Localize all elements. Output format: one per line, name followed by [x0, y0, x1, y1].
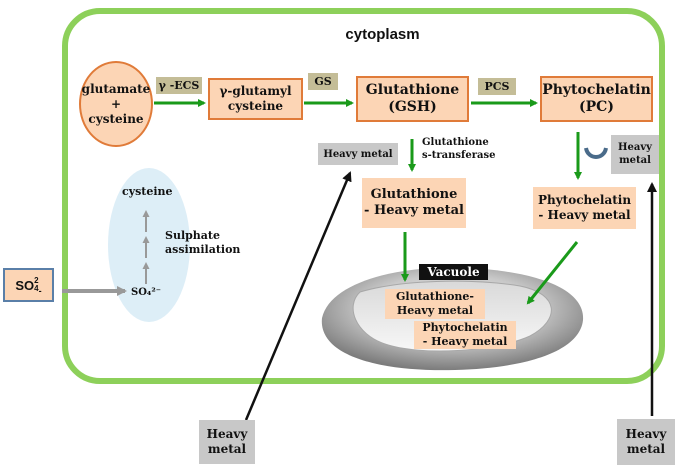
cysteine-label: cysteine — [88, 111, 144, 126]
pc-hm-line-1: Phytochelatin — [537, 193, 632, 207]
sulphate-cysteine-label: cysteine — [122, 185, 173, 198]
cell-membrane — [62, 8, 665, 384]
gst-line-2: s-transferase — [422, 149, 496, 161]
hm-out-right-line-2: metal — [626, 442, 666, 456]
vacuole-phytochelatin-complex: Phytochelatin - Heavy metal — [414, 321, 516, 349]
cytoplasm-label: cytoplasm — [345, 26, 420, 43]
so4-minus: - — [38, 286, 42, 296]
vacuole-glutathione-complex: Glutathione- Heavy metal — [385, 289, 485, 319]
gsh-hm-line-1: Glutathione — [370, 186, 458, 202]
hm-out-right-line-1: Heavy — [625, 427, 667, 441]
so4-base: SO — [15, 277, 35, 293]
pc-hm-line-2: - Heavy metal — [538, 208, 631, 222]
vacuole-label: Vacuole — [419, 264, 488, 280]
cysteine-label-2: cysteine — [227, 99, 284, 113]
so4-sub: 4 — [34, 284, 39, 293]
phytochelatin-heavy-metal-node: Phytochelatin - Heavy metal — [533, 187, 636, 229]
glutamate-label: glutamate — [81, 81, 151, 96]
glutathione-label: Glutathione — [365, 81, 460, 98]
curved-binding-arrow — [584, 147, 608, 159]
sulphate-line-1: Sulphate — [165, 229, 221, 242]
glutamate-cysteine-node: glutamate + cysteine — [79, 61, 153, 147]
enzyme-gs: GS — [308, 73, 338, 90]
arrow-pc-complex-to-vacuole — [526, 241, 579, 305]
gsh-label: (GSH) — [388, 99, 437, 115]
vac-gsh-line-2: Heavy metal — [396, 304, 474, 317]
pc-label: (PC) — [579, 99, 614, 115]
plus-label: + — [110, 96, 122, 111]
heavy-metal-inside-right: Heavy metal — [611, 135, 659, 174]
sulphate-assimilation-region — [108, 168, 190, 322]
sulphate-so4-inner-label: SO₄²⁻ — [131, 287, 161, 298]
enzyme-pcs: PCS — [478, 78, 516, 95]
hm-in-right-line-2: metal — [619, 154, 651, 166]
gamma-glutamyl-cysteine-node: γ-glutamyl cysteine — [208, 78, 303, 120]
heavy-metal-outside-right: Heavy metal — [617, 419, 675, 465]
hm-out-left-line-2: metal — [207, 442, 247, 456]
heavy-metal-outside-left: Heavy metal — [199, 420, 255, 464]
phytochelatin-node: Phytochelatin (PC) — [540, 76, 653, 122]
arrow-heavy-metal-uptake-left — [244, 171, 352, 421]
glutathione-node: Glutathione (GSH) — [356, 76, 469, 122]
heavy-metal-inside-left: Heavy metal — [318, 143, 398, 165]
gsh-hm-line-2: - Heavy metal — [364, 203, 464, 218]
hm-in-right-line-1: Heavy — [618, 142, 652, 153]
vac-pc-line-2: - Heavy metal — [422, 335, 508, 348]
sulphate-assimilation-label: Sulphate assimilation — [165, 229, 240, 257]
vac-gsh-line-1: Glutathione- — [396, 290, 474, 304]
enzyme-gamma-ecs: γ -ECS — [156, 77, 202, 94]
enzyme-gst: Glutathione s-transferase — [422, 137, 495, 162]
vac-pc-line-1: Phytochelatin — [422, 321, 508, 335]
hm-out-left-line-1: Heavy — [206, 427, 248, 441]
so4-sup: 2 — [34, 276, 39, 285]
gst-line-1: Glutathione — [422, 137, 489, 148]
glutathione-heavy-metal-node: Glutathione - Heavy metal — [362, 178, 466, 228]
sulphate-line-2: assimilation — [165, 242, 241, 256]
phytochelatin-label: Phytochelatin — [542, 81, 651, 98]
gamma-glutamyl-label: γ-glutamyl — [219, 84, 292, 98]
